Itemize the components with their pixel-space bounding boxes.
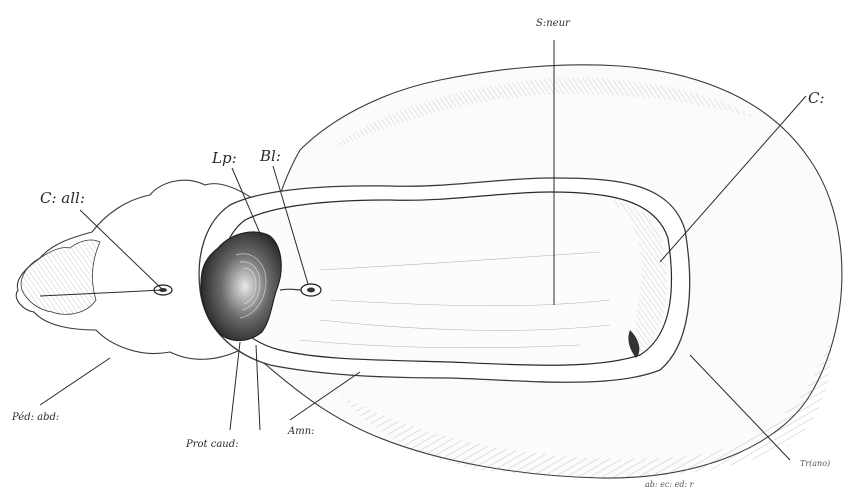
label-s-neur: S:neur (536, 18, 571, 29)
label-c-all: C: all: (40, 189, 85, 207)
label-c: C: (808, 89, 825, 107)
leader-prot-caud (230, 342, 240, 430)
label-amn: Amn: (287, 426, 315, 437)
label-lp: Lp: (211, 149, 237, 167)
blastopore-inner (307, 288, 315, 293)
label-tr: Tr(ano) (800, 459, 830, 468)
leader-ped-abd (40, 358, 110, 405)
label-ab-ec: ab: ec: ed: r (645, 480, 695, 489)
label-ped-abd: Péd: abd: (11, 412, 59, 423)
pedicle-lobes (21, 240, 100, 314)
label-bl: Bl: (259, 147, 281, 165)
label-prot-caud: Prot caud: (185, 439, 239, 450)
